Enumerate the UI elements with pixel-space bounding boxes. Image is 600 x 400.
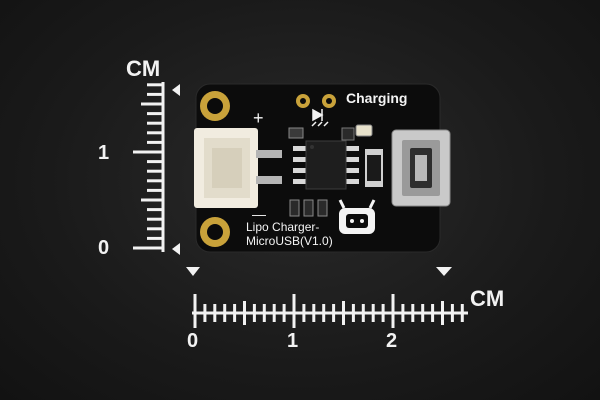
resistor [365, 149, 383, 187]
vertical-ruler-unit: CM [126, 56, 161, 81]
ic-pin [293, 168, 306, 173]
vertical-ruler [133, 82, 180, 255]
smd-component-right-top [341, 127, 355, 141]
charging-label: Charging [346, 90, 408, 106]
vertical-ruler-bottom-arrow [172, 243, 180, 255]
horizontal-ruler-left-arrow [186, 267, 200, 276]
horizontal-ruler-ticks [193, 294, 464, 328]
ic-pin [346, 168, 359, 173]
horizontal-ruler-label-2: 2 [386, 330, 398, 352]
horizontal-ruler-right-arrow [436, 267, 452, 276]
smd-cap-2 [303, 199, 314, 217]
horizontal-ruler-label-0: 0 [187, 330, 199, 352]
ic-pin [293, 146, 306, 151]
smd-cap-1 [289, 199, 300, 217]
charger-board [194, 83, 451, 253]
led-symbol-icon [311, 108, 329, 127]
vertical-ruler-label-1: 1 [98, 142, 110, 164]
charging-led [355, 124, 373, 137]
horizontal-ruler-unit: CM [470, 286, 505, 311]
plus-mark: + [253, 108, 264, 128]
ic-pin [293, 179, 306, 184]
horizontal-ruler-label-1: 1 [287, 330, 299, 352]
battery-connector [194, 128, 282, 208]
smd-cap-3 [317, 199, 328, 217]
minus-mark: — [252, 206, 266, 222]
charger-ic [293, 140, 359, 190]
micro-usb-port [391, 129, 451, 207]
board-name-line2: MicroUSB(V1.0) [246, 234, 333, 248]
vertical-ruler-ticks [133, 83, 163, 250]
ic-pin [293, 157, 306, 162]
ic-pin [346, 157, 359, 162]
board-name-line1: Lipo Charger- [246, 220, 320, 234]
ic-pin [346, 146, 359, 151]
ic-pin [346, 179, 359, 184]
smd-component-top [288, 127, 304, 139]
vertical-ruler-label-0: 0 [98, 237, 110, 259]
mascot-logo-icon [338, 199, 376, 234]
mounting-hole-top-left [200, 91, 230, 121]
vertical-ruler-top-arrow [172, 84, 180, 96]
horizontal-ruler [186, 267, 468, 328]
mounting-hole-bottom-left [200, 217, 230, 247]
